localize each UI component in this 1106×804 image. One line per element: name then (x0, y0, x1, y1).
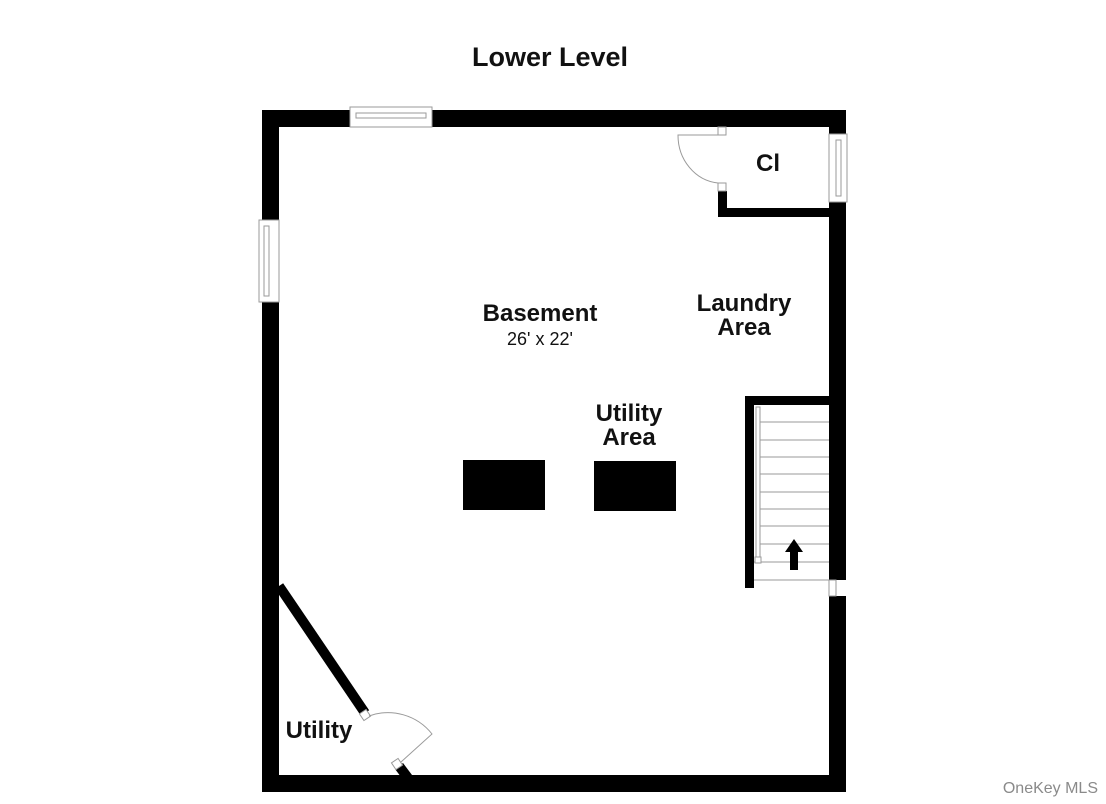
floor-title: Lower Level (471, 42, 629, 72)
appliance-block-right (594, 461, 676, 511)
watermark: OneKey MLS (1002, 780, 1098, 797)
utility-area-label-line1: Utility (595, 400, 663, 427)
stair-walls (745, 396, 831, 588)
laundry-label-line1: Laundry (696, 290, 792, 317)
laundry-label-line2: Area (717, 314, 771, 341)
closet-door (677, 126, 727, 192)
room-label-closet: Cl (756, 150, 780, 177)
window-top (349, 106, 433, 128)
utility-door (358, 708, 433, 771)
utility-area-label-line2: Area (602, 424, 656, 451)
utility-diagonal-wall (274, 583, 412, 781)
room-label-laundry-area: Laundry Area (684, 292, 804, 340)
room-label-utility-area: Utility Area (579, 402, 679, 450)
room-label-utility: Utility (285, 717, 353, 744)
window-right (828, 133, 848, 203)
closet-walls (718, 191, 831, 217)
room-dimensions-basement: 26' x 22' (507, 329, 573, 349)
window-left (258, 219, 280, 303)
appliance-block-left (463, 460, 545, 510)
stairs-up-arrow-icon (785, 539, 803, 570)
room-label-basement: Basement (482, 300, 598, 327)
